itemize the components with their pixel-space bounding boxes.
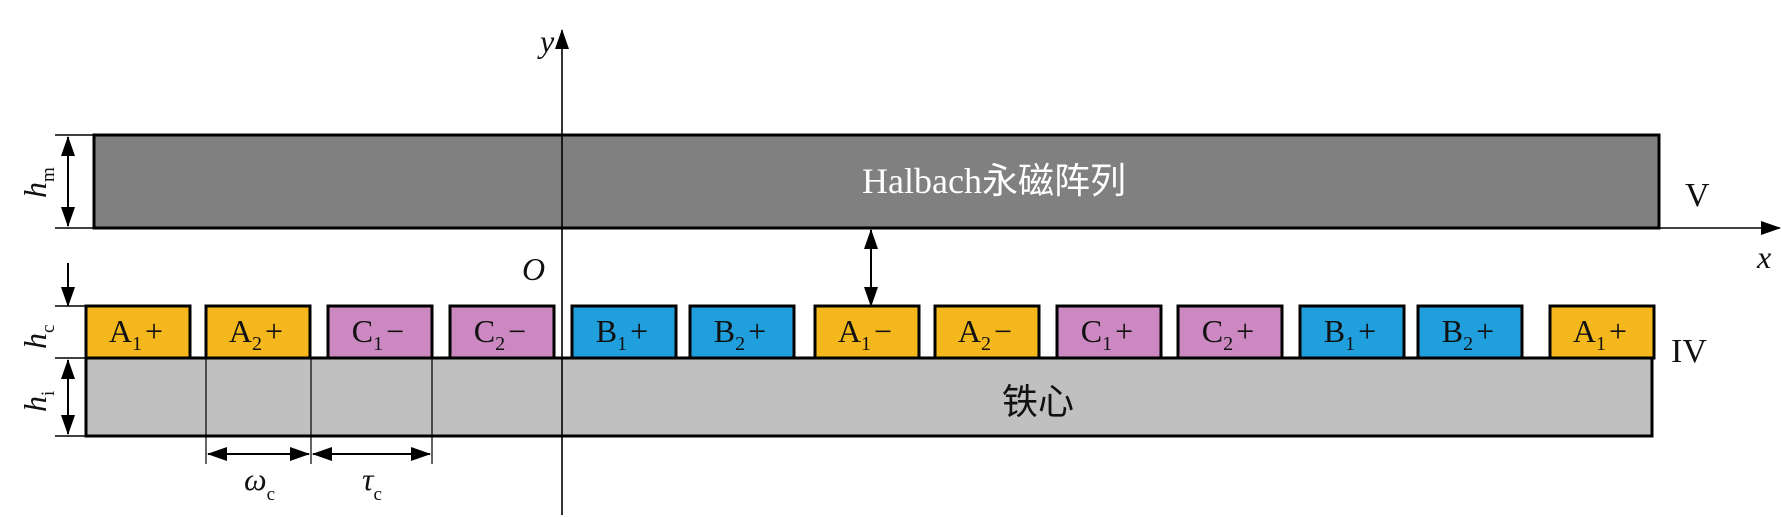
magnet-label: Halbach永磁阵列: [862, 161, 1126, 201]
coil-C1-minus: C1−: [326, 304, 434, 360]
coil-label: B2+: [1442, 313, 1494, 355]
coil-label: A1+: [1573, 313, 1627, 355]
coil-C1-plus: C1+: [1055, 304, 1163, 360]
y-axis-label: y: [537, 23, 555, 59]
coil-label: A2−: [958, 313, 1012, 355]
iron-core-label: 铁心: [1002, 382, 1074, 422]
coil-label: B1+: [1324, 313, 1376, 355]
halbach-magnet-array: [92, 133, 1661, 230]
region-label-iv: IV: [1671, 333, 1707, 370]
coil-block: [326, 304, 434, 360]
pitch-label: τc: [362, 461, 382, 505]
coil-block: [1176, 304, 1284, 360]
x-axis-label: x: [1756, 239, 1771, 275]
svg-text:hc: hc: [17, 325, 59, 349]
coil-block: [570, 304, 678, 360]
coil-label: A2+: [229, 313, 283, 355]
coil-block: [1548, 304, 1656, 360]
hm-label: hm: [17, 167, 59, 198]
coil-label: B1+: [596, 313, 648, 355]
coil-block: [688, 304, 796, 360]
coil-B1-plus: B1+: [1298, 304, 1406, 360]
coil-row: A1+ A2+ C1− C2− B1+ B2+ A1− A2− C1+ C2+ B1+ B2+ A1+: [84, 304, 1656, 360]
coil-A1-plus: A1+: [84, 304, 192, 360]
origin-label: O: [522, 251, 545, 287]
coil-A2-plus: A2+: [204, 304, 312, 360]
coil-label: A1−: [838, 313, 892, 355]
iron-core: [84, 356, 1654, 438]
coil-block: [1055, 304, 1163, 360]
coil-block: [1416, 304, 1524, 360]
coil-label: C2−: [474, 313, 526, 355]
coil-label: A1+: [109, 313, 163, 355]
hc-label: hc: [17, 325, 59, 349]
coil-A2-minus: A2−: [933, 304, 1041, 360]
coil-block: [84, 304, 192, 360]
coil-B2-plus: B2+: [688, 304, 796, 360]
coil-block: [1298, 304, 1406, 360]
coil-B2-plus: B2+: [1416, 304, 1524, 360]
coil-label: C1+: [1081, 313, 1133, 355]
svg-text:hm: hm: [17, 167, 59, 198]
coil-label: C1−: [352, 313, 404, 355]
coil-label: C2+: [1202, 313, 1254, 355]
hi-label: hi: [17, 391, 59, 412]
coil-block: [204, 304, 312, 360]
coil-block: [813, 304, 921, 360]
coil-B1-plus: B1+: [570, 304, 678, 360]
coil-C2-minus: C2−: [448, 304, 556, 360]
svg-text:hi: hi: [17, 391, 59, 412]
region-label-v: V: [1685, 177, 1710, 214]
coil-block: [448, 304, 556, 360]
coil-C2-plus: C2+: [1176, 304, 1284, 360]
coil-block: [933, 304, 1041, 360]
coil-label: B2+: [714, 313, 766, 355]
coil-A1-minus: A1−: [813, 304, 921, 360]
coil-A1-plus: A1+: [1548, 304, 1656, 360]
coil-width-label: ωc: [244, 461, 275, 505]
